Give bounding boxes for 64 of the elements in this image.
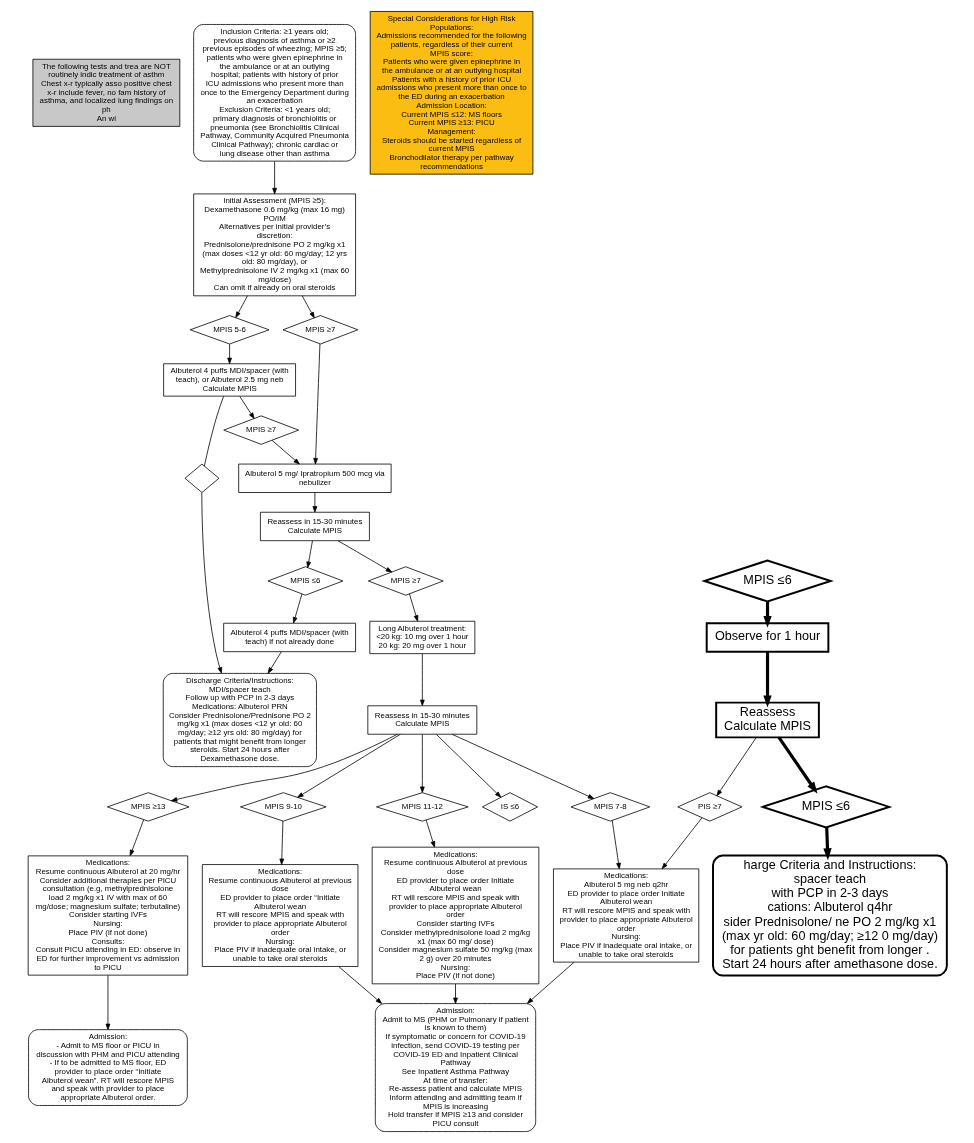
arrow — [452, 983, 458, 1004]
arrow — [661, 817, 702, 870]
arrow — [271, 439, 300, 465]
node-diamond — [184, 463, 219, 493]
arrow — [419, 734, 425, 793]
node-box: Inclusion Criteria: ≥1 years old; previous diagnosis of asthma or ≥2 previous episodes of wheezing; MPIS ≥5; patients who were given epinephrine in the ambulance or at an outlying hospital; patients with history of prior ICU admissions who present more than once to the Emergency Department during an exacerbation Exclusion Criteria: <1 years old; primary diagnosis of bronchiolitis or pneumonia (see Bronchiolitis Clinical Pathway, Community Acquired Pneumonia Clinical Pathway); chronic cardiac or lung disease other than asthma — [192, 24, 356, 162]
arrow — [267, 651, 282, 674]
arrow — [419, 653, 425, 706]
node-box: Special Considerations for High Risk Populations: Admissions recommended for the following patients, regardless of their current MPIS score: Patients who were given epinephrine in the ambulance or at an outlying hospital Patients with a history of prior ICU admissions who present more than once to the ED during an exacerbation Admission Location: Current MPIS ≤12: MS floors Current MPIS ≥13: PICU Management: Steroids should be started regardless of current MPIS Bronchodilator therapy per pathway recommendations — [369, 11, 533, 175]
node-box: Reassess Calculate MPIS — [714, 701, 820, 739]
node-box: Albuterol 5 mg/ Ipratropium 500 mcg via nebulizer — [237, 463, 392, 493]
arrow — [435, 734, 501, 798]
node-diamond: MPIS ≥13 — [106, 792, 189, 822]
node-diamond: PIS ≥7 — [676, 792, 742, 822]
node-box: harge Criteria and Instructions: spacer teach with PCP in 2-3 days cations: Albuterol q4hr sider Prednisolone/ ne PO 2 mg/kg x1 (max yr old: 60 mg/day; ≥12 0 mg/day) for patients ght benefit from longer . Start 24 hours after amethasone dose. — [711, 854, 948, 977]
node-diamond: MPIS ≤6 — [759, 785, 892, 829]
arrow — [170, 733, 398, 802]
arrow — [611, 820, 621, 870]
arrow — [408, 593, 418, 622]
arrow — [226, 343, 232, 365]
node-box: Reassess in 15-30 minutes Calculate MPIS — [366, 705, 477, 735]
arrow — [822, 827, 832, 861]
node-box: Long Albuterol treatment: <20 kg: 10 mg over 1 hour 20 kg: 20 mg over 1 hour — [368, 620, 475, 655]
node-diamond: MPIS 5-6 — [189, 315, 269, 345]
node-box: Initial Assessment (MPIS ≥5): Dexamethasone 0.6 mg/kg (max 16 mg) PO/IM Alternatives per initial provider’s discretion: Prednisolone/prednisone PO 2 mg/kg x1 (max doses <12 yr old: 60 mg/day; 12 yrs old: 80 mg/day), or Methylprednisolone IV 2 mg/kg x1 (max 60 mg/dose) Can omit if already on oral steroids — [192, 193, 356, 297]
arrow — [337, 966, 382, 1004]
arrow — [278, 820, 284, 865]
arrow — [292, 593, 302, 624]
node-box: Medications: Albuterol 5 mg neb q2hr ED provider to place order Initiate Albuterol wean RT will rescore MPIS and speak with provider to place appropriate Albuterol order Nursing: Place PIV if inadequate oral intake, or unable to take oral steroids — [552, 868, 699, 963]
node-diamond: MPIS ≥7 — [222, 415, 299, 445]
arrow — [238, 395, 255, 419]
arrow — [716, 737, 757, 797]
arrow — [312, 492, 317, 513]
node-box: Albuterol 4 puffs MDI/spacer (with teach) if not already done — [222, 622, 356, 653]
node-box: The following tests and trea are NOT routinely indic treatment of asthm Chest x-r typically asso positive chest x-r include fever, no fam history of asthma, and localized lung findings on ph An wi — [32, 58, 180, 127]
node-diamond: MPIS 11-12 — [375, 792, 469, 822]
arrow — [200, 492, 222, 674]
node-box: Admission: Admit to MS (PHM or Pulmonary if patient is known to them) If symptomatic or concern for COVID-19 infection, send COVID-19 testing per COVID-19 ED and Inpatient Clinical Pathway See Inpatient Asthma Pathway At time of transfer: Re-assess patient and calculate MPIS Inform attending and admitting team if MPIS is increasing Hold transfer if MPIS ≥13 and consider PICU consult — [374, 1003, 536, 1132]
arrow — [451, 733, 594, 799]
arrow — [301, 295, 315, 319]
arrow — [305, 540, 313, 568]
node-diamond: MPIS ≤6 — [267, 566, 343, 596]
arrow — [425, 819, 435, 848]
node-diamond: MPIS ≤6 — [700, 559, 834, 603]
arrow — [105, 974, 110, 1030]
node-box: Medications: Resume continuous Albuterol at 20 mg/hr Consider additional therapies per PICU consultation (e.g, methylprednisolone load 2 mg/kg x1 IV with max of 60 mg/dose; magnesium sulfate; terbutaline) Consider starting IVFs Nursing: Place PIV (if not done) Consults: Consult PICU attending in ED: observe in ED for further improvement vs admission to PICU — [27, 855, 188, 976]
node-box: Medications: Resume continuous Albuterol at previous dose ED provider to place order Initiate Albuterol wean RT will rescore MPIS and speak with provider to place appropriate Albuterol order Consider starting IVFs Consider methylprednisolone load 2 mg/kg x1 (max 60 mg/ dose) Consider magnesium sulfate 50 mg/kg (max 2 g) over 20 minutes Nursing: Place PIV (if not done) — [371, 846, 539, 985]
arrow — [337, 540, 392, 573]
connector — [203, 395, 224, 467]
arrow — [762, 652, 772, 708]
node-box: Discharge Criteria/Instructions: MDI/spacer teach Follow up with PCP in 2-3 days Medications: Albuterol PRN Consider Prednisolone/Prednisone PO 2 mg/kg x1 (max doses <12 yr old: 60 mg/day; ≥12 yrs old: 80 mg/day) for patients that might benefit from longer steroids. Start 24 hours after Dexamethasone dose. — [162, 673, 317, 767]
arrow — [234, 295, 248, 318]
arrow — [777, 736, 817, 794]
node-box: Admission: - Admit to MS floor or PICU in discussion with PHM and PICU attending - If to be admitted to MS floor, ED provider to place order “Initiate Albuterol wean”. RT will rescore MPIS and speak with provider to place appropriate Albuterol order. — [27, 1029, 188, 1106]
arrow — [526, 961, 574, 1004]
node-box: Reassess in 15-30 minutes Calculate MPIS — [259, 511, 370, 542]
node-box: Observe for 1 hour — [705, 622, 829, 653]
arrow — [312, 343, 320, 465]
node-box: Albuterol 4 puffs MDI/spacer (with teach), or Albuterol 2.5 mg neb Calculate MPIS — [162, 363, 296, 397]
arrow — [271, 160, 277, 195]
node-box: Medications: Resume continuous Albuterol at previous dose ED provider to place order “Initiate Albuterol wean RT will rescore MPIS and speak with provider to place appropriate Albuterol order Nursing: Place PIV if inadequate oral intake, or unable to take oral steroids — [201, 864, 358, 967]
node-diamond: MPIS ≥7 — [282, 315, 358, 345]
arrow — [129, 819, 144, 857]
arrow — [296, 733, 401, 798]
